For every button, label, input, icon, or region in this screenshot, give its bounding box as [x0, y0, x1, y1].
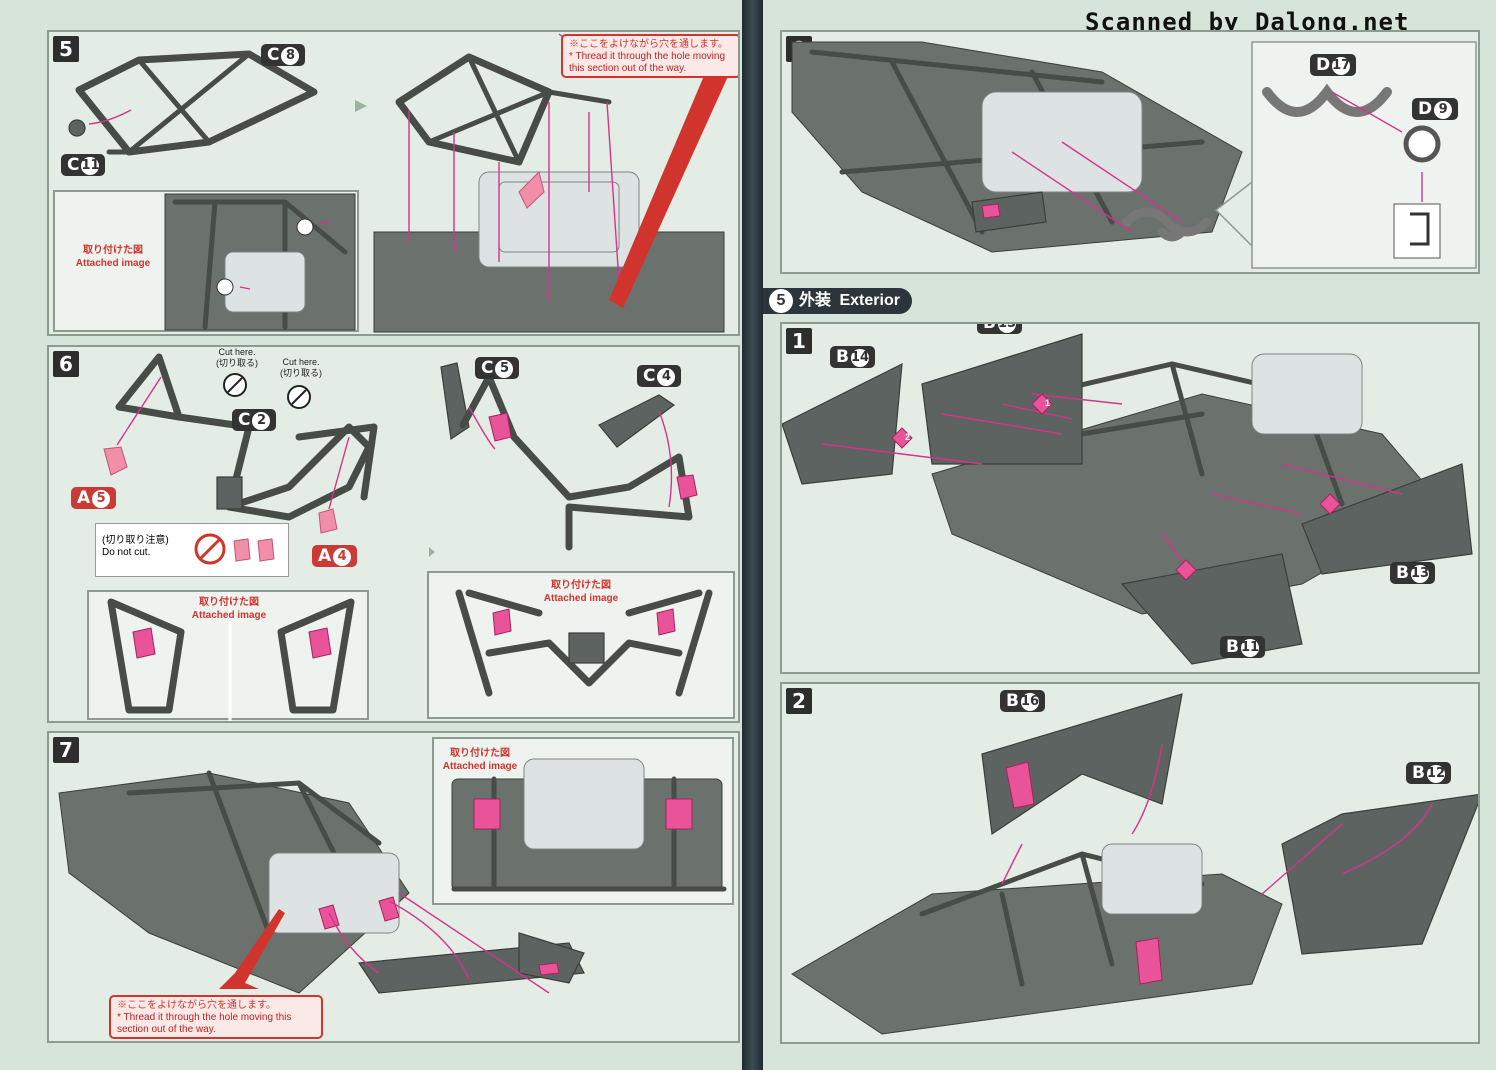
attached-image-box: 取り付けた図 Attached image — [87, 590, 369, 721]
step-number: 2 — [786, 688, 812, 714]
section-title-jp: 外装 — [799, 292, 832, 309]
attached-label-jp: 取り付けた図 — [199, 597, 259, 608]
step-number: 7 — [53, 737, 79, 763]
attached-image-box: 取り付けた図 Attached image — [427, 571, 735, 719]
attached-label-en: Attached image — [75, 258, 151, 269]
section-title-en: Exterior — [839, 292, 900, 309]
assembly-note: ※ここをよけながら穴を通します。 * Thread it through the… — [561, 34, 738, 78]
step-8-panel: 8 D17 D9 — [780, 30, 1480, 274]
cut-here-label: Cut here.(切り取る) — [216, 347, 258, 368]
step-number: 6 — [53, 351, 79, 377]
step-6-illustration — [103, 353, 698, 557]
section-header: 5 外装 Exterior — [763, 288, 912, 314]
assembly-note: ※ここをよけながら穴を通します。 * Thread it through the… — [109, 995, 323, 1039]
section-badge: 5 — [769, 289, 793, 313]
step-7-panel: 7 取り付けた図 Attached image ※ここをよけながら穴を通します。… — [47, 731, 740, 1043]
order-mark-1: 1 — [1045, 398, 1051, 408]
step-7-illustration — [58, 770, 585, 994]
step-number: 5 — [53, 36, 79, 62]
attached-image-box: 取り付けた図 Attached image — [432, 737, 734, 905]
attached-label-en: Attached image — [543, 593, 619, 604]
book-spine — [742, 0, 763, 1070]
attached-label-jp: 取り付けた図 — [83, 245, 143, 256]
cut-here-label: Cut here.(切り取る) — [280, 357, 322, 378]
exterior-2-illustration — [791, 693, 1478, 1035]
step-5-illustration — [68, 33, 738, 333]
step-number: 1 — [786, 328, 812, 354]
order-mark-2: 2 — [905, 432, 911, 442]
attached-label-en: Attached image — [442, 761, 518, 772]
attached-label-en: Attached image — [191, 610, 267, 621]
attached-label-jp: 取り付けた図 — [450, 748, 510, 759]
do-not-cut-box: (切り取り注意) Do not cut. — [95, 523, 289, 577]
exterior-1-illustration — [782, 333, 1473, 665]
attached-image-box: 取り付けた図 Attached image — [53, 190, 359, 332]
attached-label-jp: 取り付けた図 — [551, 580, 611, 591]
step-8-illustration — [791, 41, 1477, 269]
